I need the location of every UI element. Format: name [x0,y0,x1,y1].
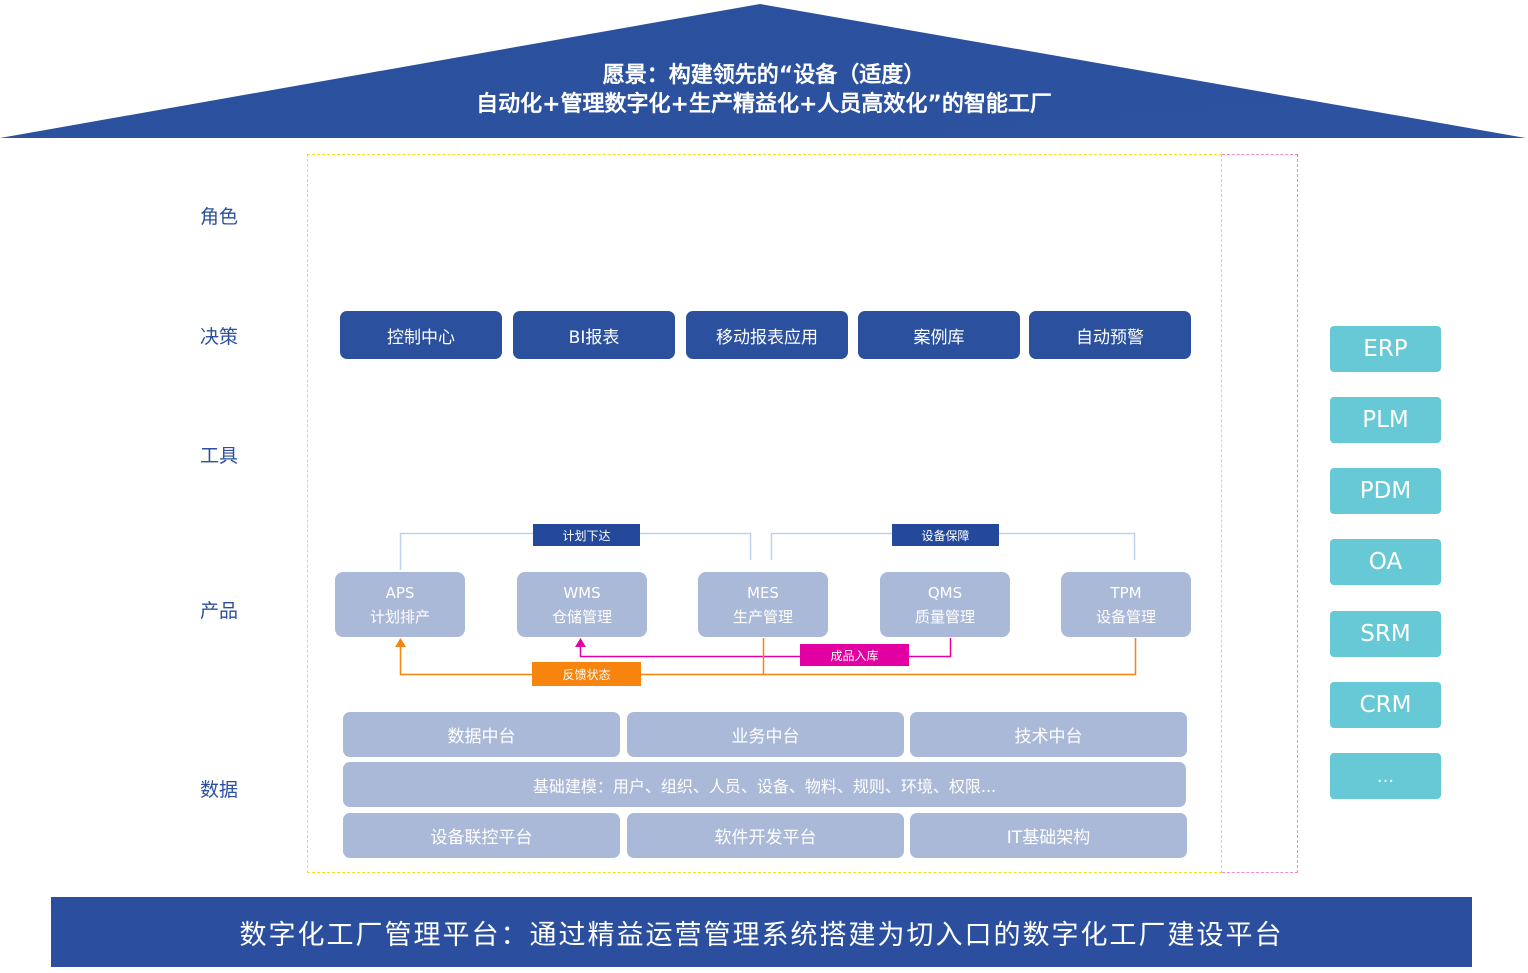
product-aps[interactable]: APS 计划排产 [335,572,465,637]
external-srm[interactable]: SRM [1330,611,1441,657]
row-label-role: 角色 [200,206,239,228]
tag-finished-goods-in: 成品入库 [800,644,909,666]
external-plm[interactable]: PLM [1330,397,1441,443]
decision-case-library[interactable]: 案例库 [858,311,1020,359]
tag-equipment-support: 设备保障 [892,524,999,546]
row-label-data: 数据 [200,779,239,801]
tag-feedback-status: 反馈状态 [532,662,641,686]
product-code: MES [747,583,779,602]
product-wms[interactable]: WMS 仓储管理 [517,572,647,637]
product-mes[interactable]: MES 生产管理 [698,572,828,637]
product-name: 仓储管理 [551,607,612,626]
decision-auto-alert[interactable]: 自动预警 [1029,311,1191,359]
row-label-decision: 决策 [200,326,239,348]
row-label-tools: 工具 [200,445,239,467]
external-oa[interactable]: OA [1330,539,1441,585]
external-erp[interactable]: ERP [1330,326,1441,372]
decision-mobile-report[interactable]: 移动报表应用 [686,311,848,359]
vision-line-1: 愿景：构建领先的“设备（适度） [602,63,926,88]
product-code: WMS [563,583,601,602]
decision-control-center[interactable]: 控制中心 [340,311,502,359]
product-code: APS [385,583,415,602]
product-name: 生产管理 [732,607,793,626]
device-control-platform[interactable]: 设备联控平台 [343,813,620,858]
row-label-products: 产品 [200,600,239,622]
product-code: QMS [927,583,963,602]
business-middle-platform[interactable]: 业务中台 [627,712,904,757]
platform-footer-banner: 数字化工厂管理平台：通过精益运营管理系统搭建为切入口的数字化工厂建设平台 [51,897,1472,967]
product-name: 计划排产 [369,607,430,626]
base-modeling[interactable]: 基础建模：用户、组织、人员、设备、物料、规则、环境、权限... [343,762,1186,807]
product-code: TPM [1110,583,1142,602]
product-name: 设备管理 [1095,607,1156,626]
software-dev-platform[interactable]: 软件开发平台 [627,813,904,858]
vision-line-2: 自动化+管理数字化+生产精益化+人员高效化”的智能工厂 [476,92,1052,117]
external-more[interactable]: ... [1330,753,1441,799]
platform-frame [307,154,1222,873]
vision-roof [0,4,1526,138]
decision-bi-report[interactable]: BI报表 [513,311,675,359]
external-pdm[interactable]: PDM [1330,468,1441,514]
data-middle-platform[interactable]: 数据中台 [343,712,620,757]
product-name: 质量管理 [914,607,975,626]
tag-plan-release: 计划下达 [533,524,640,546]
product-tpm[interactable]: TPM 设备管理 [1061,572,1191,637]
product-qms[interactable]: QMS 质量管理 [880,572,1010,637]
tech-middle-platform[interactable]: 技术中台 [910,712,1187,757]
it-infrastructure[interactable]: IT基础架构 [910,813,1187,858]
integration-frame [1222,154,1298,873]
external-crm[interactable]: CRM [1330,682,1441,728]
